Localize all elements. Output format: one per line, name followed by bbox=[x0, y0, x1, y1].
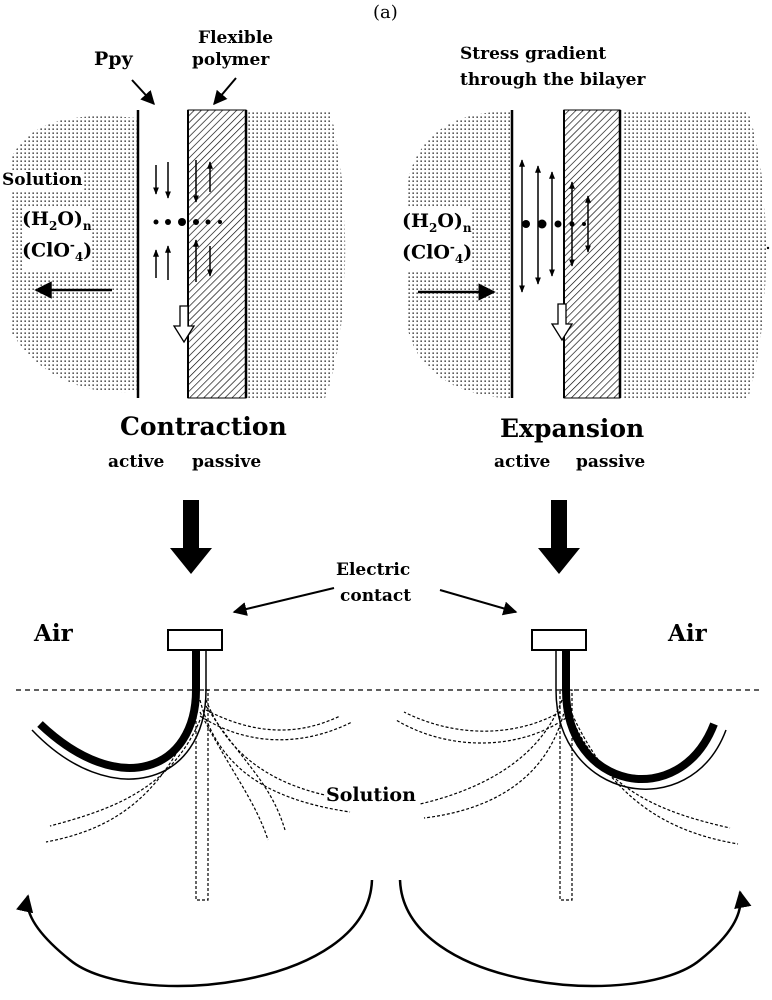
rotation-arrow-right bbox=[398, 879, 752, 988]
solution-label-bottom: Solution bbox=[326, 784, 416, 806]
ghost-positions-left bbox=[45, 689, 353, 901]
perchlorate-label-left: (ClO-4) bbox=[22, 232, 93, 271]
active-label-right: active bbox=[494, 452, 551, 472]
polymer-pointer-arrow bbox=[213, 77, 237, 106]
flexible-label-line1: Flexible bbox=[198, 28, 274, 48]
air-label-right: Air bbox=[668, 620, 707, 647]
electric-pointer-left bbox=[232, 587, 335, 616]
actuator-left bbox=[16, 629, 374, 988]
electric-label-line1: Electric bbox=[336, 560, 411, 580]
stress-arrows-expansion bbox=[519, 159, 591, 293]
expansion-label: Expansion bbox=[500, 414, 645, 443]
electric-pointer-right bbox=[439, 589, 518, 616]
flexible-label-line2: polymer bbox=[192, 50, 270, 70]
ppy-pointer-arrow bbox=[131, 79, 155, 106]
stress-arrows-contraction bbox=[153, 160, 213, 282]
down-arrow-left bbox=[170, 500, 212, 574]
bilayer-strip-left bbox=[37, 650, 200, 772]
hollow-down-arrow-expansion bbox=[550, 303, 574, 342]
ppy-label: Ppy bbox=[94, 48, 133, 70]
bilayer-strip-right bbox=[562, 650, 718, 783]
air-label-left: Air bbox=[34, 620, 73, 647]
electric-label-line2: contact bbox=[340, 586, 412, 606]
actuator-right bbox=[395, 629, 752, 988]
electric-contact-right bbox=[531, 629, 587, 651]
electric-contact-left bbox=[167, 629, 223, 651]
expansion-panel bbox=[408, 109, 770, 399]
perchlorate-label-right: (ClO-4) bbox=[402, 234, 473, 273]
panel-label: (a) bbox=[373, 2, 398, 23]
dotted-region-right-contraction bbox=[248, 110, 346, 398]
stress-label-line1: Stress gradient bbox=[460, 44, 607, 64]
passive-label-left: passive bbox=[192, 452, 262, 472]
contraction-label: Contraction bbox=[120, 412, 287, 441]
passive-label-right: passive bbox=[576, 452, 646, 472]
hollow-down-arrow-contraction bbox=[172, 305, 196, 344]
down-arrow-right bbox=[538, 500, 580, 574]
rotation-arrow-left bbox=[16, 879, 374, 988]
actuator-section bbox=[16, 500, 760, 988]
ion-flux-dots-contraction bbox=[153, 218, 222, 226]
solution-label-top: Solution bbox=[2, 170, 83, 190]
active-label-left: active bbox=[108, 452, 165, 472]
flexible-polymer-layer bbox=[187, 109, 247, 399]
stress-label-line2: through the bilayer bbox=[460, 70, 646, 90]
dotted-region-right-expansion bbox=[622, 110, 766, 398]
